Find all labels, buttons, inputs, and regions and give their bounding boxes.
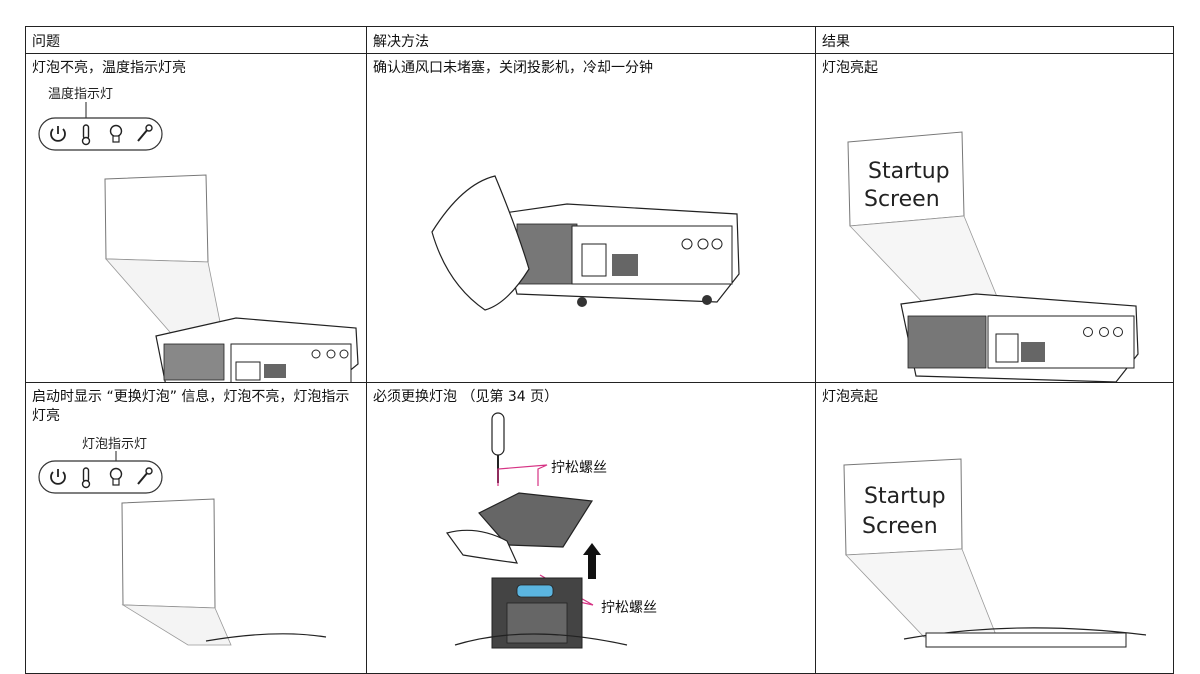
startup-screen-line2: Screen: [862, 514, 938, 539]
thermometer-icon: [81, 467, 91, 489]
hand-icon: [446, 529, 518, 564]
startup-screen-line1: Startup: [868, 159, 950, 184]
solution-cell: 确认通风口未堵塞，关闭投影机，冷却一分钟: [366, 53, 816, 383]
result-text: 灯泡亮起: [822, 389, 878, 405]
troubleshooting-sheet: 问题 解决方法 结果 灯泡不亮，温度指示灯亮 温度指示灯: [25, 26, 1174, 674]
startup-screen-line2: Screen: [864, 187, 940, 212]
problem-cell: 启动时显示 “更换灯泡” 信息，灯泡不亮，灯泡指示灯亮 灯泡指示灯: [25, 382, 367, 674]
thermometer-icon: [81, 124, 91, 146]
projector-icon: [900, 293, 1139, 382]
projector-illustration: [38, 102, 359, 382]
table-row: 灯泡不亮，温度指示灯亮 温度指示灯: [25, 53, 1174, 383]
power-icon: [50, 126, 66, 142]
power-icon: [50, 469, 66, 485]
wrench-icon: [137, 467, 153, 485]
lamp-replacement-illustration: [446, 412, 628, 649]
problem-cell: 灯泡不亮，温度指示灯亮 温度指示灯: [25, 53, 367, 383]
startup-screen-line1: Startup: [864, 484, 946, 509]
projector-icon: [496, 203, 740, 307]
problem-text: 灯泡不亮，温度指示灯亮: [32, 60, 186, 76]
paper-sheet: [431, 175, 530, 311]
header-problem: 问题: [25, 26, 367, 54]
result-cell: 灯泡亮起 Startup Screen: [815, 382, 1174, 674]
header-solution: 解决方法: [366, 26, 816, 54]
arrow-up-icon: [583, 543, 601, 579]
indicator-label: 灯泡指示灯: [82, 437, 148, 452]
problem-text: 启动时显示 “更换灯泡” 信息，灯泡不亮，灯泡指示灯亮: [32, 389, 350, 424]
result-text: 灯泡亮起: [822, 60, 878, 76]
troubleshooting-table: 问题 解决方法 结果 灯泡不亮，温度指示灯亮 温度指示灯: [25, 26, 1174, 674]
callout-loosen-screws-top: 拧松螺丝: [551, 460, 607, 476]
indicator-label: 温度指示灯: [48, 87, 114, 102]
wrench-icon: [137, 124, 153, 142]
covered-projector-illustration: [431, 175, 740, 311]
startup-illustration: Startup Screen: [843, 458, 1147, 648]
solution-text: 必须更换灯泡 （见第 34 页）: [373, 389, 559, 405]
projector-illustration: [38, 451, 327, 646]
header-row: 问题 解决方法 结果: [25, 26, 1174, 54]
lamp-module-icon: [491, 577, 583, 649]
callout-loosen-screws-bottom: 拧松螺丝: [601, 600, 657, 616]
result-cell: 灯泡亮起 Startup Screen: [815, 53, 1174, 383]
solution-cell: 必须更换灯泡 （见第 34 页） 拧松螺丝 拧松螺丝: [366, 382, 816, 674]
projector-icon: [155, 317, 359, 382]
header-result: 结果: [815, 26, 1174, 54]
solution-text: 确认通风口未堵塞，关闭投影机，冷却一分钟: [373, 60, 653, 76]
indicator-panel: [38, 460, 163, 494]
table-row: 启动时显示 “更换灯泡” 信息，灯泡不亮，灯泡指示灯亮 灯泡指示灯: [25, 382, 1174, 674]
lamp-icon: [109, 467, 123, 486]
lamp-icon: [109, 124, 123, 143]
startup-illustration: Startup Screen: [847, 131, 1139, 382]
indicator-panel: [38, 117, 163, 151]
